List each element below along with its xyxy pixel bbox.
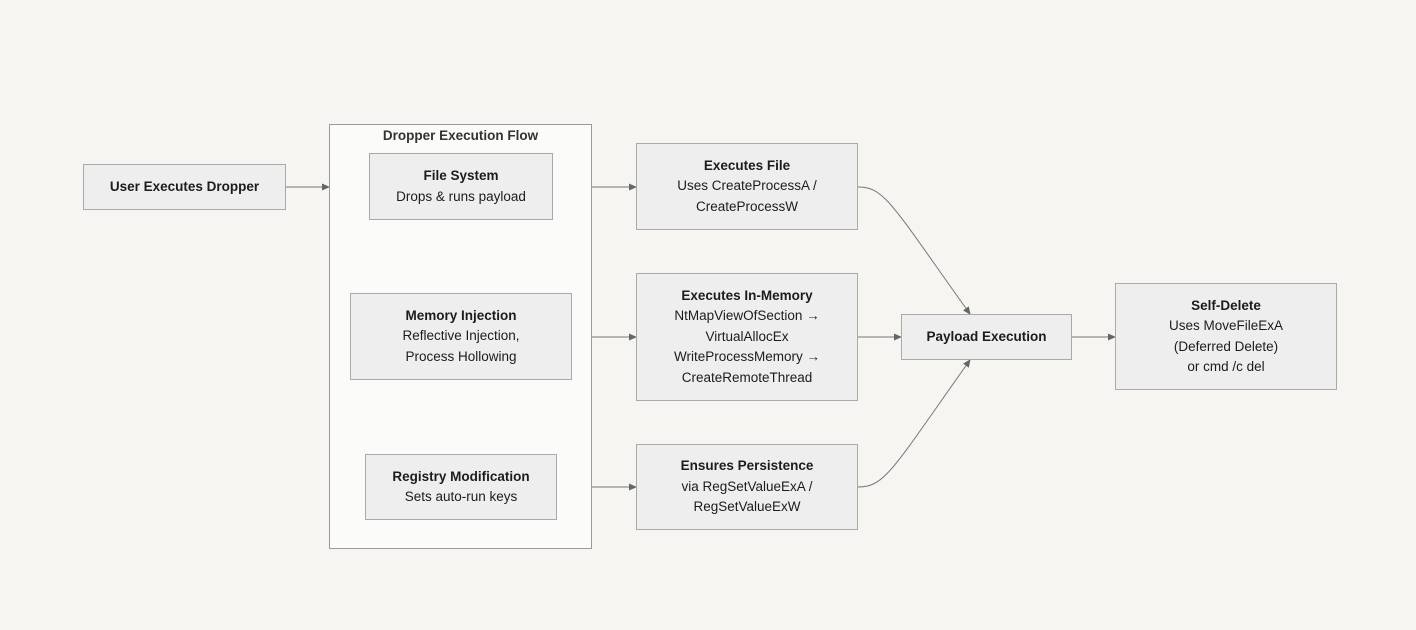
node-registry-modification[interactable]: Registry Modification Sets auto-run keys xyxy=(365,454,557,520)
node-title: Self-Delete xyxy=(1191,297,1261,313)
node-executes-in-memory[interactable]: Executes In-Memory NtMapViewOfSection → … xyxy=(636,273,858,401)
node-text: Drops & runs payload xyxy=(396,188,526,204)
node-text: Reflective Injection, xyxy=(402,328,520,344)
node-title: Executes File xyxy=(703,157,791,173)
edge-exec-file-to-payload xyxy=(857,186,971,315)
node-text: NtMapViewOfSection → xyxy=(674,308,820,324)
edge-persist-to-payload xyxy=(857,359,971,488)
node-text: CreateProcessW xyxy=(695,198,799,214)
node-text: CreateRemoteThread xyxy=(681,369,813,385)
node-text: or cmd /c del xyxy=(1187,359,1265,374)
node-title: File System xyxy=(423,168,499,183)
node-title: Registry Modification xyxy=(392,468,530,484)
node-title: User Executes Dropper xyxy=(109,178,260,194)
node-text: VirtualAllocEx xyxy=(705,328,789,344)
node-text: (Deferred Delete) xyxy=(1173,338,1279,354)
node-memory-injection[interactable]: Memory Injection Reflective Injection, P… xyxy=(350,293,572,380)
node-title: Payload Execution xyxy=(926,328,1047,344)
node-text: Uses CreateProcessA / xyxy=(677,178,817,194)
node-title: Memory Injection xyxy=(405,307,517,323)
node-title: Ensures Persistence xyxy=(680,458,814,474)
node-text: via RegSetValueExA / xyxy=(681,478,813,494)
node-executes-file[interactable]: Executes File Uses CreateProcessA / Crea… xyxy=(636,143,858,230)
node-title: Executes In-Memory xyxy=(681,287,813,303)
node-text: RegSetValueExW xyxy=(693,499,801,515)
node-self-delete[interactable]: Self-Delete Uses MoveFileExA (Deferred D… xyxy=(1115,283,1337,390)
node-payload-execution[interactable]: Payload Execution xyxy=(901,314,1072,360)
node-ensures-persistence[interactable]: Ensures Persistence via RegSetValueExA /… xyxy=(636,444,858,530)
node-user-executes-dropper[interactable]: User Executes Dropper xyxy=(83,164,286,210)
node-text: Uses MoveFileExA xyxy=(1168,318,1284,333)
node-text: WriteProcessMemory → xyxy=(673,349,821,365)
node-text: Process Hollowing xyxy=(405,348,517,364)
node-file-system[interactable]: File System Drops & runs payload xyxy=(369,153,553,220)
group-title: Dropper Execution Flow xyxy=(382,128,539,143)
node-text: Sets auto-run keys xyxy=(404,489,518,504)
